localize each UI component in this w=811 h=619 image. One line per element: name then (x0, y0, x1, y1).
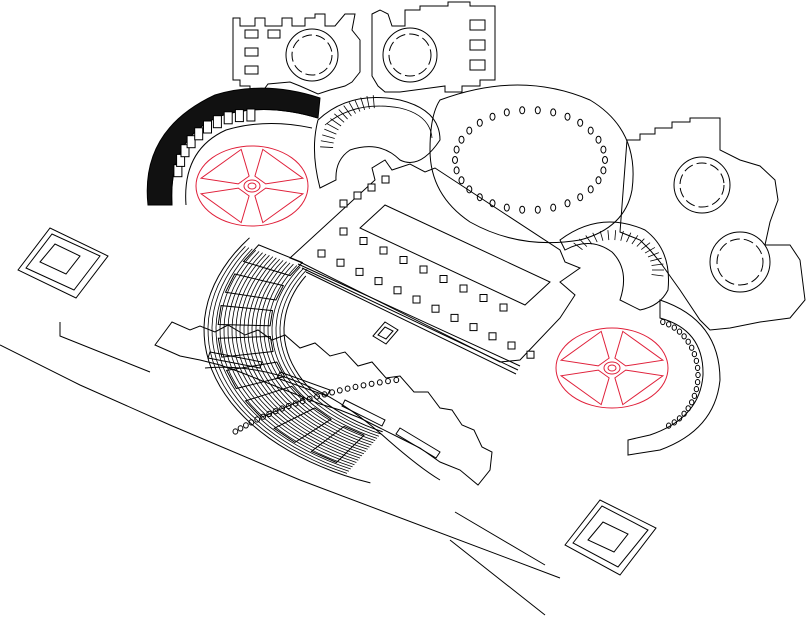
cavea-theatre (203, 237, 383, 484)
central-colonnade-hall (289, 159, 582, 375)
small-square-pavilion (372, 321, 399, 345)
north-villa-block (232, 1, 496, 95)
south-hemicycle (154, 321, 493, 486)
east-villa-block (559, 117, 806, 331)
west-red-rosette (195, 145, 309, 227)
east-red-rosette (555, 299, 721, 456)
small-pavilion-west (17, 227, 109, 299)
road-lines (0, 322, 561, 616)
west-curved-portico (146, 87, 321, 206)
main-rotunda (313, 84, 634, 244)
small-pavilion-southeast (564, 499, 657, 576)
